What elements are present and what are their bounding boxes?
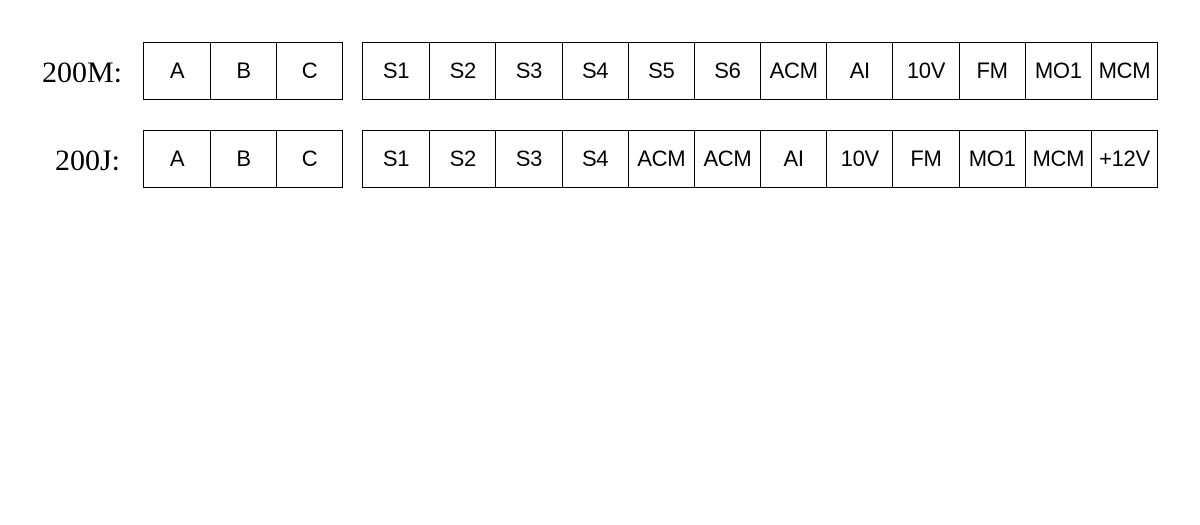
terminal-cell: B xyxy=(210,131,276,187)
signal-terminal-block-200j: S1 S2 S3 S4 ACM ACM AI 10V FM MO1 MCM +1… xyxy=(362,130,1158,188)
terminal-cell: S5 xyxy=(627,43,694,99)
terminal-cell: ACM xyxy=(627,131,694,187)
terminal-cell: AI xyxy=(826,43,892,99)
terminal-cell: MO1 xyxy=(958,131,1025,187)
terminal-cell: MO1 xyxy=(1024,43,1091,99)
power-terminal-block-200m: A B C xyxy=(143,42,343,100)
terminal-cell: FM xyxy=(892,131,958,187)
terminal-cell: AI xyxy=(760,131,826,187)
terminal-cell: C xyxy=(276,43,342,99)
model-label-200j: 200J: xyxy=(55,144,121,177)
terminal-cell: S4 xyxy=(561,131,628,187)
terminal-cell: FM xyxy=(958,43,1025,99)
terminal-cell: ACM xyxy=(693,131,760,187)
terminal-cell: S4 xyxy=(561,43,628,99)
terminal-cell: S1 xyxy=(382,58,410,83)
terminal-cell: A xyxy=(169,58,185,83)
terminal-cell: A xyxy=(169,146,185,171)
terminal-cell: S2 xyxy=(429,43,495,99)
terminal-cell: S3 xyxy=(495,131,561,187)
signal-terminal-block-200m: S1 S2 S3 S4 S5 S6 ACM AI 10V FM MO1 MCM xyxy=(362,42,1158,100)
terminal-row-200j: 200J: A B C S1 S2 S3 S4 ACM ACM AI 10V F… xyxy=(0,130,1200,188)
terminal-cell: ACM xyxy=(760,43,826,99)
terminal-cell: 10V xyxy=(892,43,958,99)
power-terminal-block-200j: A B C xyxy=(143,130,343,188)
terminal-cell: MCM xyxy=(1090,43,1157,99)
terminal-cell: S2 xyxy=(429,131,495,187)
terminal-cell: C xyxy=(276,131,342,187)
terminal-cell: S3 xyxy=(495,43,561,99)
model-label-200m: 200M: xyxy=(42,56,123,89)
terminal-cell: +12V xyxy=(1090,131,1157,187)
terminal-cell: MCM xyxy=(1024,131,1091,187)
terminal-cell: B xyxy=(210,43,276,99)
terminal-cell: S1 xyxy=(382,146,410,171)
terminal-cell: 10V xyxy=(826,131,892,187)
terminal-cell: S6 xyxy=(693,43,760,99)
terminal-row-200m: 200M: A B C S1 S2 S3 S4 S5 S6 ACM AI 10V… xyxy=(0,42,1200,100)
